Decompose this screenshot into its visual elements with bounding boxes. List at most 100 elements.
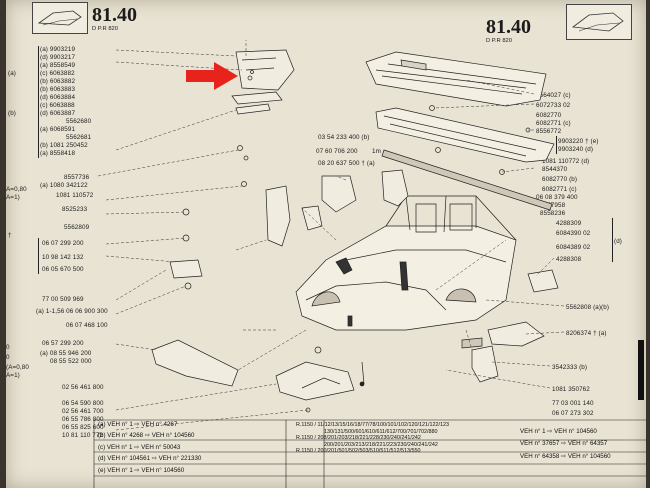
- part-number: 1m: [372, 148, 381, 155]
- thumbnail-right: [566, 4, 632, 40]
- margin-note: 0: [6, 344, 10, 351]
- part-number: (a) 8558418: [40, 150, 76, 157]
- page-sub-right: D P.R 820: [486, 38, 512, 44]
- part-number: 06 07 468 100: [66, 322, 108, 329]
- part-number: 8206374 † (a): [566, 330, 607, 337]
- part-number: 1081 350762: [552, 386, 590, 393]
- part-number: 02 56 461 800: [62, 384, 104, 391]
- part-number: 5562680: [66, 118, 92, 125]
- part-number: (a) 6068591: [40, 126, 76, 133]
- part-number: (b) 6063882: [40, 78, 76, 85]
- veh-row: R.1150 / 200/201/501/502/503/510/511/512…: [296, 448, 421, 455]
- margin-note: 0: [6, 354, 10, 361]
- veh-row: 200/201/203/213/218/221/223/230/240/241/…: [324, 441, 438, 448]
- veh-row: R.1150 / 208/201/203/218/221/228/230/240…: [296, 435, 421, 442]
- part-number: (d): [614, 238, 622, 245]
- veh-row: (e) VEH n° 1 ⇨ VEH n° 104560: [98, 466, 185, 474]
- margin-note: A=0,80: [6, 186, 27, 193]
- part-number: 9903220 † (e): [558, 138, 599, 145]
- part-number: 08 20 637 500 † (a): [318, 160, 375, 167]
- part-number: 06 57 299 200: [42, 340, 84, 347]
- veh-table-left: (a) VEH n° 1 ⇨ VEH n° 4267 (b) VEH n° 42…: [98, 421, 201, 474]
- veh-table-right: R.1150 / 11/12/13/15/16/18/77/78/100/101…: [296, 422, 449, 455]
- part-number: 5562809: [64, 224, 90, 231]
- part-number: (b) 6063883: [40, 86, 76, 93]
- veh-row: VEH n° 1 ⇨ VEH n° 104560: [520, 428, 597, 435]
- veh-table-right-ranges: VEH n° 1 ⇨ VEH n° 104560 VEH n° 37657 ⇨ …: [520, 428, 611, 460]
- thumbnail-icon: [37, 10, 82, 26]
- part-number: (a) 8558549: [40, 62, 76, 69]
- part-number: 9903240 (d): [558, 146, 594, 153]
- part-number: 6084390 02: [556, 230, 591, 237]
- veh-row: (a) VEH n° 1 ⇨ VEH n° 4267: [98, 421, 178, 428]
- part-number: 8544370: [542, 166, 568, 173]
- part-number: 8525233: [62, 206, 88, 213]
- veh-row: (d) VEH n° 104561 ⇨ VEH n° 221330: [98, 455, 202, 463]
- part-number: 06 05 670 500: [42, 266, 84, 273]
- margin-note: †: [8, 232, 12, 239]
- part-number: 6082771 (c): [536, 120, 571, 127]
- part-number: 06 55 825 600: [62, 424, 104, 431]
- part-number: 6084389 02: [556, 244, 591, 251]
- part-number: (a) 08 55 946 200: [40, 350, 92, 357]
- part-number: 06 55 786 800: [62, 416, 104, 423]
- part-number: (c) 6063888: [40, 102, 75, 109]
- part-number: 06 07 299 200: [42, 240, 84, 247]
- margin-note: (a): [8, 70, 16, 77]
- part-number: 77 03 001 140: [552, 400, 594, 407]
- bracket-line: [38, 46, 39, 158]
- part-number: 07 60 706 200: [316, 148, 358, 155]
- thumbnail-icon: [571, 12, 624, 32]
- part-number: 4288309: [556, 220, 582, 227]
- part-number: (b) 1081 250452: [40, 142, 88, 149]
- part-number: 10 81 110 772: [62, 432, 104, 439]
- part-number: 5562808 (a)(b): [566, 304, 610, 311]
- veh-row: 130/131/500/601/610/611/612/700/701/702/…: [324, 428, 438, 435]
- veh-row: VEH n° 64358 ⇨ VEH n° 104560: [520, 452, 611, 460]
- veh-row: (b) VEH n° 4268 ⇨ VEH n° 104560: [98, 432, 195, 440]
- exploded-diagram: [93, 40, 646, 488]
- part-number: 6072733 02: [536, 102, 571, 109]
- page-sub-left: D P.R 820: [92, 26, 118, 32]
- part-number: 08 55 522 000: [50, 358, 92, 365]
- part-number: 5562681: [66, 134, 92, 141]
- part-number: 3542333 (b): [552, 364, 588, 371]
- part-number: 6082770 (b): [542, 176, 578, 183]
- part-number: 4288308: [556, 256, 582, 263]
- part-number: 10 98 142 132: [42, 254, 84, 261]
- part-number: (a) 9903219: [40, 46, 76, 53]
- margin-note: (A=0,80: [6, 364, 29, 371]
- bracket-line: [556, 136, 557, 154]
- margin-note: A=1): [6, 194, 20, 201]
- veh-row: R.1150 / 11/12/13/15/16/18/77/78/100/101…: [296, 422, 449, 428]
- margin-note: (b): [8, 110, 16, 117]
- part-number: 1081 110772 (d): [542, 158, 590, 165]
- part-number: 8556772: [536, 128, 562, 135]
- part-number: 8557736: [64, 174, 90, 181]
- part-number: 02 56 461 700: [62, 408, 104, 415]
- part-number: 8557958: [540, 202, 566, 209]
- part-number: (d) 9903217: [40, 54, 76, 61]
- veh-row: (c) VEH n° 1 ⇨ VEH n° 50043: [98, 443, 181, 451]
- red-arrow-icon: [186, 62, 238, 90]
- bracket-line: [612, 218, 613, 262]
- margin-note: A=1): [6, 372, 20, 379]
- part-number: 06 08 379 400: [536, 194, 578, 201]
- page-edge: [638, 340, 644, 400]
- part-number: 2564027 (c): [536, 92, 571, 99]
- part-number: (d) 6063884: [40, 94, 76, 101]
- part-number: (a) 1-1,56 06 06 900 300: [36, 308, 108, 315]
- page-number-left: 81.40: [92, 4, 137, 26]
- part-number: 1081 110572: [56, 192, 94, 199]
- scuttle-panel-icon: [365, 51, 555, 211]
- part-number: (a) 1080 342122: [40, 182, 88, 189]
- part-number: 06 07 273 302: [552, 410, 594, 417]
- part-number: (d) 6063887: [40, 110, 76, 117]
- bracket-line: [38, 238, 39, 274]
- part-number: 6082771 (c): [542, 186, 577, 193]
- part-number: 77 00 509 969: [42, 296, 84, 303]
- part-number: 8558236: [540, 210, 566, 217]
- part-number: (c) 6063882: [40, 70, 75, 77]
- veh-row: VEH n° 37657 ⇨ VEH n° 64357: [520, 440, 608, 448]
- part-number: 03 54 233 400 (b): [318, 134, 370, 141]
